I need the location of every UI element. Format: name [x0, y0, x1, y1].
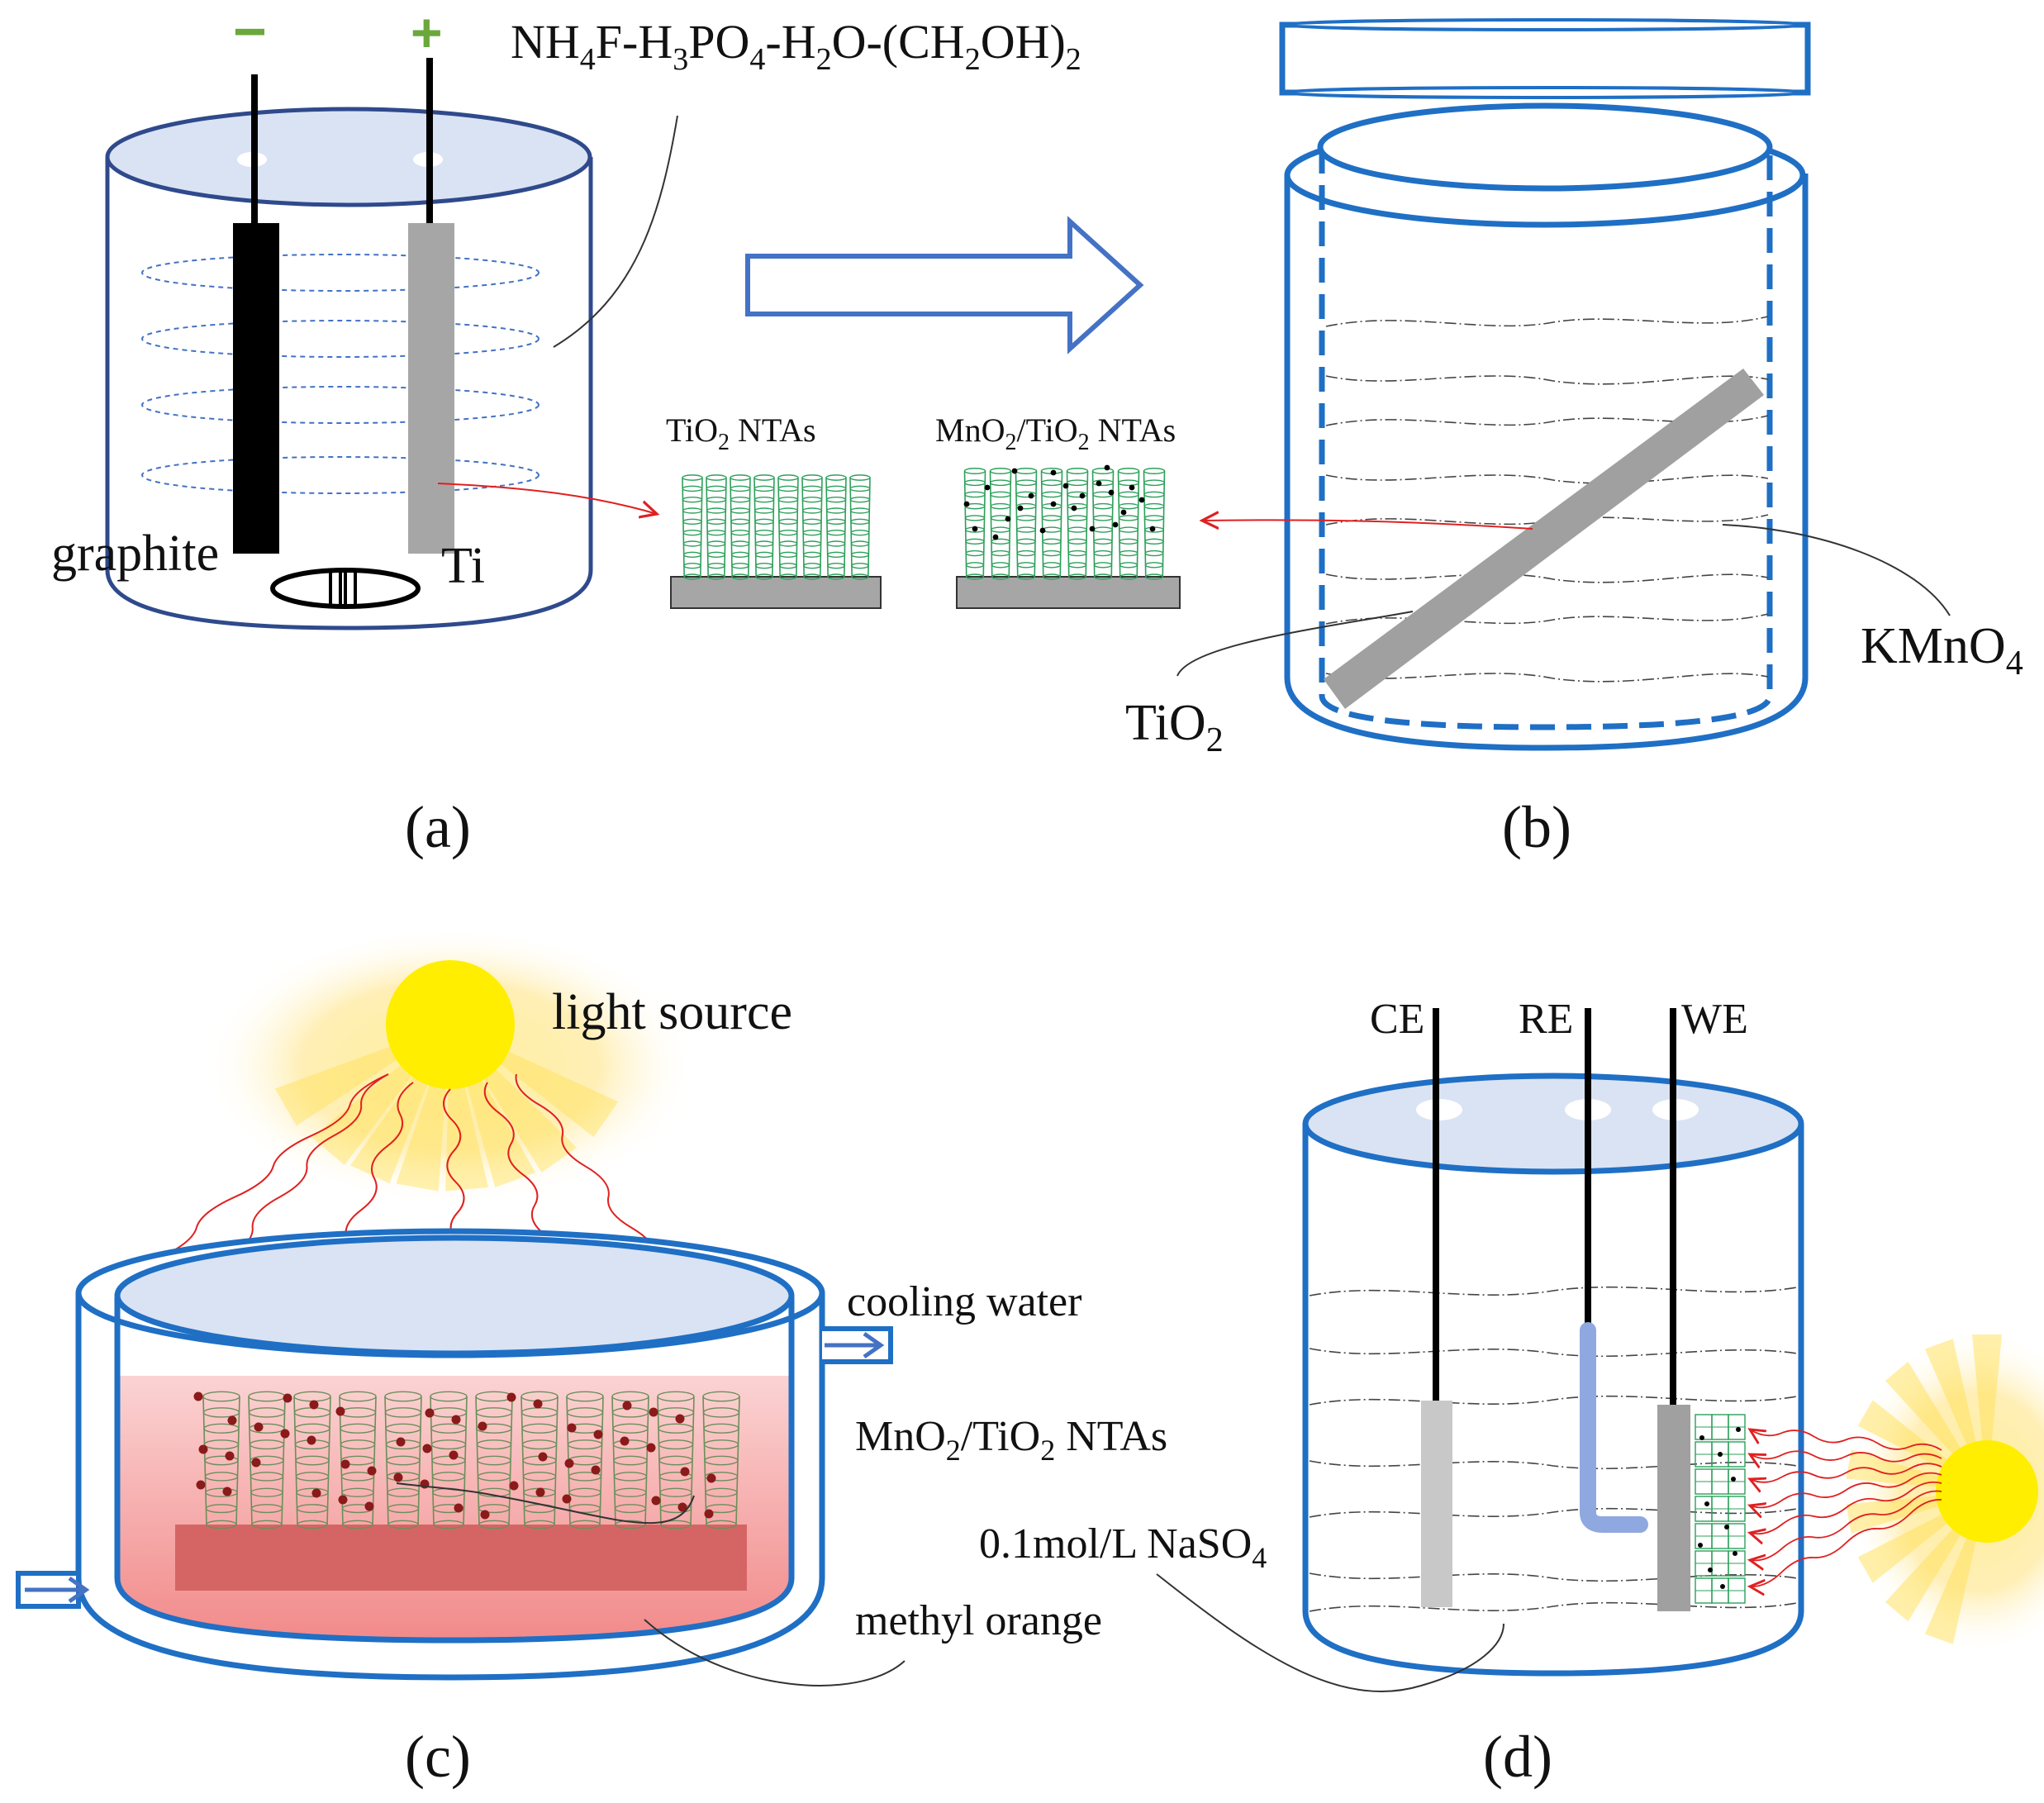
beaker-a-lid	[105, 107, 592, 207]
working-electrode	[1657, 1405, 1690, 1611]
arrow-plate-to-ntas	[1202, 520, 1533, 529]
light-source-sun	[386, 960, 515, 1089]
kmno4-label: KMnO4	[1861, 618, 2023, 683]
ti-electrode	[408, 223, 454, 554]
mno2-ntas-label-c: MnO2/TiO2 NTAs	[855, 1413, 1167, 1467]
minus-sign: −	[233, 0, 267, 64]
nanotube	[707, 573, 725, 580]
stirring-currents	[141, 254, 540, 494]
nanotube	[803, 573, 821, 580]
panel-a: − + NH4F-H3PO4-H2O-(CH2OH)2 graphite Ti …	[51, 0, 1181, 860]
light-waves-d	[1750, 1430, 1942, 1587]
inner-vessel-top	[114, 1235, 795, 1357]
re-label: RE	[1519, 996, 1573, 1043]
nasO4-label: 0.1mol/L NaSO4	[979, 1520, 1267, 1574]
sun-d	[1936, 1440, 2038, 1543]
inner-vessel	[114, 1297, 795, 1644]
cooling-water-label: cooling water	[847, 1278, 1081, 1325]
nanotube	[779, 573, 797, 580]
light-source-label: light source	[552, 984, 792, 1040]
process-arrow	[745, 216, 1144, 354]
graphite-electrode	[233, 223, 279, 554]
tio2-label-b: TiO2	[1125, 695, 1224, 759]
plus-sign: +	[411, 2, 443, 63]
nanotube	[851, 573, 869, 580]
ti-label: Ti	[441, 538, 485, 594]
panel-c: light source cooling water MnO2/TiO2 NTA…	[16, 925, 1167, 1790]
mno2-tio2-nanotubes-c	[193, 1391, 740, 1529]
cell-d-lid	[1302, 1073, 1804, 1175]
beaker-a-body	[105, 157, 593, 630]
caption-c: (c)	[405, 1724, 471, 1790]
methyl-orange-label: methyl orange	[855, 1597, 1102, 1644]
electrolyte-formula: NH4F-H3PO4-H2O-(CH2OH)2	[511, 15, 1081, 77]
caption-b: (b)	[1502, 794, 1571, 860]
jar-lid	[1279, 21, 1811, 96]
panel-b: TiO2 KMnO4 (b)	[1125, 18, 2023, 860]
methyl-orange-leader	[644, 1619, 906, 1686]
we-label: WE	[1681, 996, 1748, 1043]
tio2-ntas-label: TiO2 NTAs	[666, 412, 816, 455]
nanotube	[827, 573, 845, 580]
kmno4-solution-lines	[1325, 316, 1769, 683]
nasO4-leader	[1156, 1573, 1504, 1693]
mno2-tio2-nanotube-array	[963, 464, 1166, 580]
kmno4-leader	[1722, 524, 1951, 616]
arrow-ti-to-ntas	[437, 483, 657, 514]
ntas-leader-c	[396, 1482, 695, 1525]
jar-inner-vessel	[1319, 149, 1773, 730]
caption-d: (d)	[1483, 1724, 1552, 1790]
reference-electrode	[1580, 1322, 1648, 1533]
counter-electrode	[1421, 1401, 1452, 1607]
jar-inner-rim	[1317, 102, 1773, 192]
nasO4-solution-lines	[1309, 1286, 1798, 1612]
mno2-ntas-label-a: MnO2/TiO2 NTAs	[935, 412, 1176, 455]
jar-outer-body	[1284, 174, 1809, 751]
tio2-nanotube-array	[682, 474, 871, 580]
nanotube	[755, 573, 773, 580]
caption-a: (a)	[405, 794, 471, 860]
mno2-substrate	[956, 576, 1181, 609]
panel-d: CE RE WE 0.1mol/L NaSO4 (d)	[979, 996, 2044, 1790]
tio2-substrate	[670, 576, 882, 609]
working-electrode-nanotubes	[1695, 1414, 1746, 1604]
electrolyte-leader	[553, 115, 678, 348]
nanotube	[683, 573, 701, 580]
tio2-plate	[1324, 369, 1764, 709]
graphite-label: graphite	[51, 526, 219, 582]
tio2-leader	[1176, 611, 1414, 677]
nanotube	[731, 573, 749, 580]
ce-label: CE	[1370, 996, 1424, 1043]
substrate-c	[175, 1525, 747, 1591]
